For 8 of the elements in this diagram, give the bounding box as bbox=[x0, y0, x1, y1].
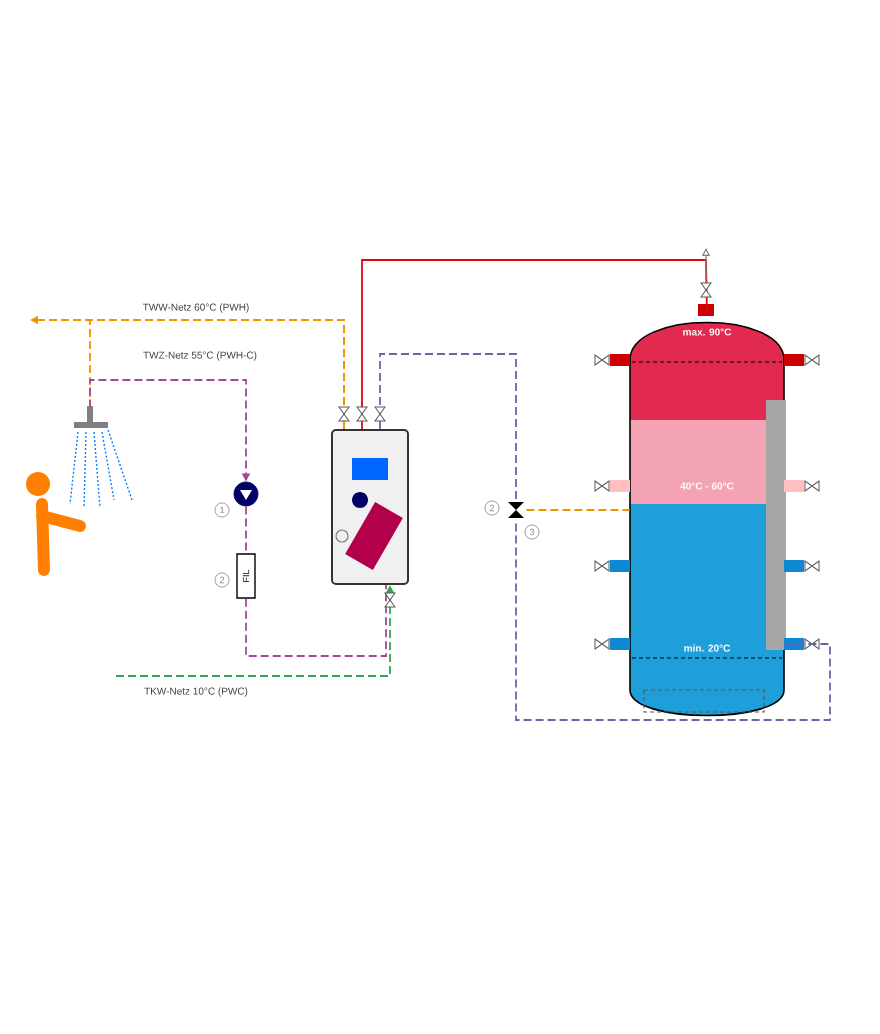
pipe-line bbox=[245, 584, 387, 657]
pipe-line bbox=[245, 505, 247, 555]
pump-symbol bbox=[233, 481, 259, 507]
pipe-line bbox=[525, 509, 631, 511]
three-way-valve bbox=[508, 502, 524, 518]
pipe-line bbox=[89, 319, 345, 430]
pipe-line bbox=[379, 353, 517, 501]
pipe-line bbox=[361, 259, 708, 430]
